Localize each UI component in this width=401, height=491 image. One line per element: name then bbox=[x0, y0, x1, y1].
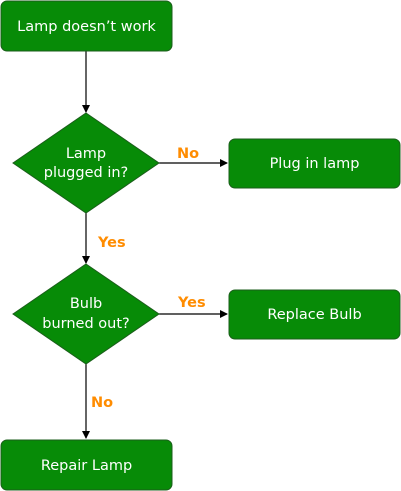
edge-label-bulb-no: No bbox=[91, 395, 113, 411]
node-repair-label: Repair Lamp bbox=[41, 458, 132, 474]
node-repair: Repair Lamp bbox=[0, 439, 173, 491]
node-replace-label: Replace Bulb bbox=[267, 307, 361, 323]
node-plugged: Lamp plugged in? bbox=[12, 112, 160, 214]
edge-label-bulb-yes: Yes bbox=[177, 295, 206, 311]
edge-labels: No Yes Yes No bbox=[91, 146, 206, 411]
node-plug-in: Plug in lamp bbox=[228, 138, 401, 189]
node-plugged-label-line2: plugged in? bbox=[44, 165, 128, 181]
node-start-label: Lamp doesn’t work bbox=[17, 19, 156, 35]
node-plugged-shape bbox=[12, 112, 160, 214]
node-plug-in-label: Plug in lamp bbox=[270, 156, 360, 172]
edge-label-plugged-yes: Yes bbox=[97, 235, 126, 251]
edges bbox=[82, 51, 228, 439]
node-replace: Replace Bulb bbox=[228, 289, 401, 340]
node-bulb-label-line1: Bulb bbox=[70, 296, 102, 312]
node-plugged-label-line1: Lamp bbox=[66, 146, 106, 162]
node-repair-shape bbox=[0, 439, 173, 491]
node-start-shape bbox=[0, 0, 173, 52]
node-bulb-shape bbox=[12, 263, 160, 365]
node-bulb: Bulb burned out? bbox=[12, 263, 160, 365]
node-replace-shape bbox=[228, 289, 401, 340]
node-bulb-label-line2: burned out? bbox=[42, 316, 129, 332]
edge-label-plugged-no: No bbox=[177, 146, 199, 162]
node-start: Lamp doesn’t work bbox=[0, 0, 173, 52]
node-plug-in-shape bbox=[228, 138, 401, 189]
